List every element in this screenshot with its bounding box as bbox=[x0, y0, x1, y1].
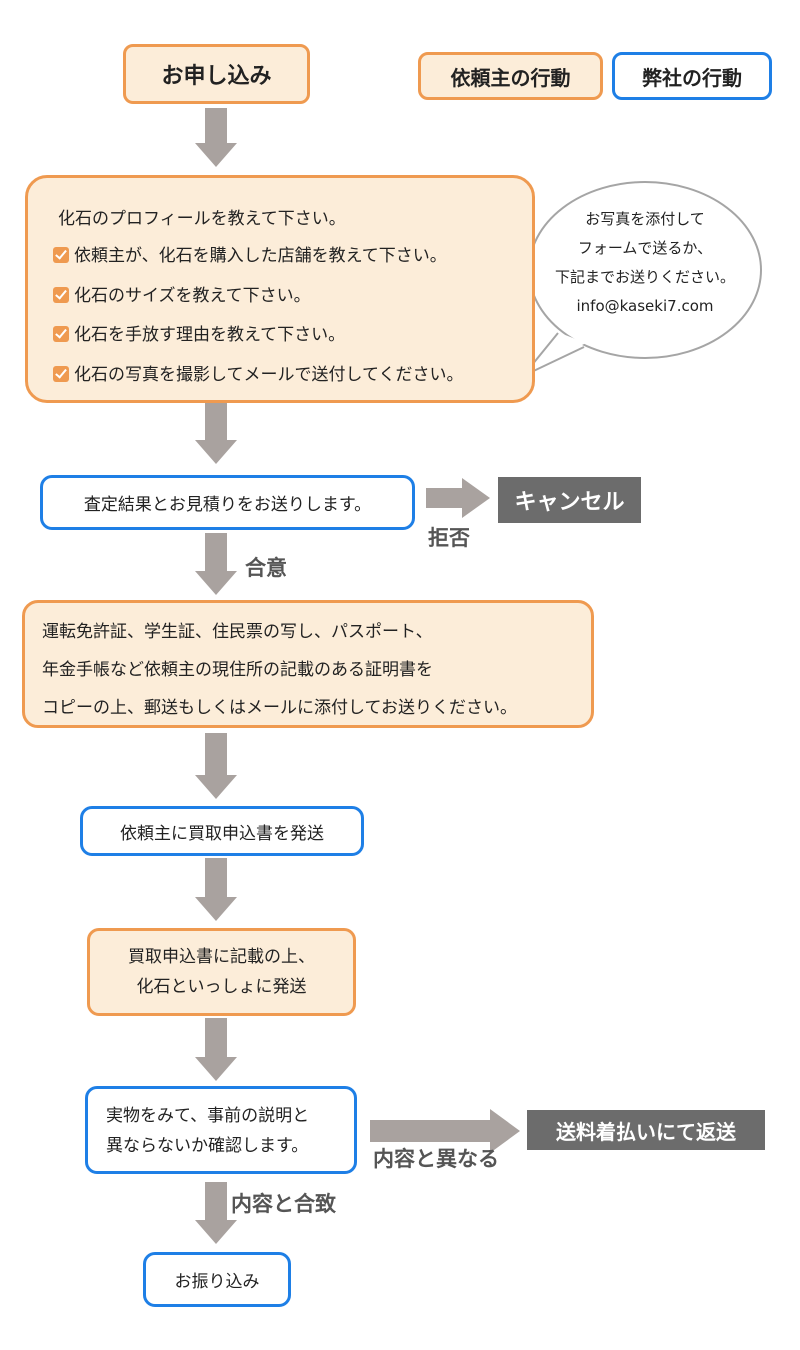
step-payment: お振り込み bbox=[143, 1252, 291, 1307]
checkbox-icon bbox=[53, 366, 69, 382]
step-id-documents: 運転免許証、学生証、住民票の写し、パスポート、 年金手帳など依頼主の現住所の記載… bbox=[22, 600, 594, 728]
return-tag: 送料着払いにて返送 bbox=[527, 1110, 765, 1150]
speech-bubble: お写真を添付して フォームで送るか、 下記までお送りください。 info@kas… bbox=[540, 205, 750, 321]
arrow-right-mismatch bbox=[370, 1109, 520, 1153]
bubble-email: info@kaseki7.com bbox=[576, 297, 714, 315]
checkbox-icon bbox=[53, 247, 69, 263]
legend-client-label: 依頼主の行動 bbox=[450, 65, 571, 90]
cancel-label: キャンセル bbox=[514, 490, 625, 515]
profile-item: 化石のサイズを教えて下さい。 bbox=[53, 281, 311, 306]
inspect-line: 異ならないか確認します。 bbox=[106, 1136, 309, 1156]
return-label: 送料着払いにて返送 bbox=[556, 1119, 736, 1144]
arrow-down-5 bbox=[195, 858, 237, 921]
id-docs-line: 年金手帳など依頼主の現住所の記載のある証明書を bbox=[42, 660, 433, 680]
arrow-down-3 bbox=[195, 533, 237, 595]
bubble-line: お写真を添付して bbox=[585, 210, 705, 228]
cancel-tag: キャンセル bbox=[498, 477, 641, 523]
bubble-line: フォームで送るか、 bbox=[577, 239, 713, 257]
profile-item-text: 化石の写真を撮影してメールで送付してください。 bbox=[74, 365, 464, 385]
profile-item-text: 依頼主が、化石を購入した店舗を教えて下さい。 bbox=[74, 246, 447, 266]
reject-label: 拒否 bbox=[428, 526, 470, 550]
step-apply: お申し込み bbox=[123, 44, 310, 104]
step-send-form: 依頼主に買取申込書を発送 bbox=[80, 806, 364, 856]
bubble-line: 下記までお送りください。 bbox=[554, 268, 735, 286]
profile-title: 化石のプロフィールを教えて下さい。 bbox=[58, 209, 346, 229]
id-docs-line: 運転免許証、学生証、住民票の写し、パスポート、 bbox=[42, 622, 433, 642]
legend-company-label: 弊社の行動 bbox=[642, 65, 742, 90]
profile-item-text: 化石を手放す理由を教えて下さい。 bbox=[74, 325, 346, 345]
checkbox-icon bbox=[53, 287, 69, 303]
step-estimate: 査定結果とお見積りをお送りします。 bbox=[40, 475, 415, 530]
step-send-form-label: 依頼主に買取申込書を発送 bbox=[120, 823, 324, 844]
checkbox-icon bbox=[53, 326, 69, 342]
arrow-down-4 bbox=[195, 733, 237, 799]
step-apply-label: お申し込み bbox=[161, 64, 272, 89]
arrow-right-reject bbox=[426, 478, 490, 518]
ship-fossil-line: 化石といっしょに発送 bbox=[136, 977, 307, 997]
step-ship-fossil: 買取申込書に記載の上、 化石といっしょに発送 bbox=[87, 928, 356, 1016]
profile-item-text: 化石のサイズを教えて下さい。 bbox=[74, 286, 311, 306]
arrow-down-6 bbox=[195, 1018, 237, 1081]
legend-company: 弊社の行動 bbox=[612, 52, 772, 100]
profile-item: 化石の写真を撮影してメールで送付してください。 bbox=[53, 360, 463, 385]
step-inspect: 実物をみて、事前の説明と 異ならないか確認します。 bbox=[85, 1086, 357, 1174]
step-profile: 化石のプロフィールを教えて下さい。 依頼主が、化石を購入した店舗を教えて下さい。… bbox=[25, 175, 535, 403]
mismatch-label: 内容と異なる bbox=[373, 1147, 499, 1171]
step-estimate-label: 査定結果とお見積りをお送りします。 bbox=[83, 495, 372, 515]
match-label: 内容と合致 bbox=[231, 1192, 336, 1216]
inspect-line: 実物をみて、事前の説明と bbox=[106, 1106, 310, 1126]
profile-item: 依頼主が、化石を購入した店舗を教えて下さい。 bbox=[53, 241, 447, 266]
arrow-down-1 bbox=[195, 108, 237, 167]
profile-item: 化石を手放す理由を教えて下さい。 bbox=[53, 320, 345, 345]
legend-client: 依頼主の行動 bbox=[418, 52, 603, 100]
id-docs-line: コピーの上、郵送もしくはメールに添付してお送りください。 bbox=[42, 698, 517, 718]
arrow-down-7 bbox=[195, 1182, 237, 1244]
agree-label: 合意 bbox=[245, 556, 287, 580]
ship-fossil-line: 買取申込書に記載の上、 bbox=[128, 947, 315, 967]
step-payment-label: お振り込み bbox=[174, 1272, 260, 1292]
arrow-down-2 bbox=[195, 403, 237, 464]
